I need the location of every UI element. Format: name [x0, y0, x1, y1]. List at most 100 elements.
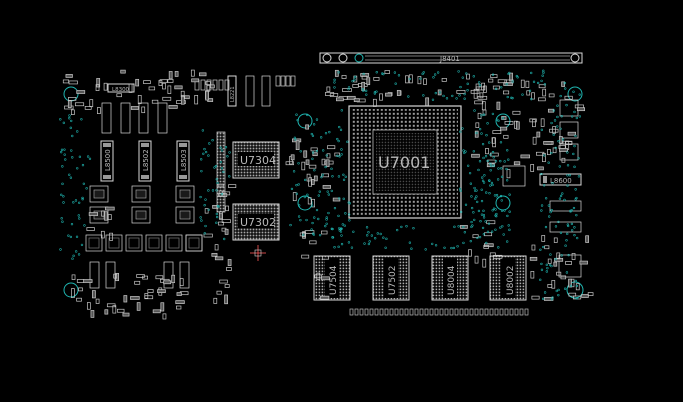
via [352, 230, 355, 233]
smd-part [303, 150, 308, 158]
via [204, 150, 208, 154]
smd-part [540, 118, 545, 127]
via [563, 198, 566, 202]
via [60, 217, 63, 220]
smd-part [542, 88, 547, 97]
via [228, 175, 231, 178]
via [353, 78, 356, 81]
via [312, 123, 316, 126]
via [459, 130, 462, 133]
via [565, 239, 568, 242]
via [333, 86, 336, 89]
smd-part [321, 276, 330, 281]
capacitor [499, 308, 504, 316]
via [482, 113, 486, 116]
capacitor [434, 308, 439, 316]
via [475, 195, 478, 198]
via [199, 158, 203, 161]
capacitor [105, 234, 123, 252]
via [346, 140, 349, 144]
capacitor [419, 308, 424, 316]
inductor-l8503-label: L8503 [180, 149, 188, 171]
via [61, 182, 64, 186]
via [438, 91, 442, 94]
via [478, 84, 482, 87]
via [348, 219, 351, 222]
via [561, 138, 565, 141]
via [466, 89, 469, 92]
via [543, 291, 547, 294]
via [557, 139, 560, 143]
capacitor [125, 234, 143, 252]
via [493, 194, 497, 197]
smd-part [571, 253, 576, 260]
via [574, 134, 577, 138]
via [311, 157, 314, 161]
smd-part [67, 100, 72, 108]
via [337, 175, 341, 178]
smd-part [541, 235, 546, 242]
via [340, 148, 343, 151]
via [459, 189, 462, 193]
via [489, 184, 492, 187]
smd-part [525, 80, 530, 88]
smd-part [313, 175, 318, 182]
via [475, 131, 478, 135]
via [557, 293, 560, 297]
smd-part [322, 185, 331, 189]
via [473, 218, 476, 222]
via [71, 257, 74, 260]
smd-part [174, 85, 183, 90]
via [506, 214, 509, 218]
smd-part [396, 89, 401, 96]
smd-part [531, 244, 536, 251]
via [394, 82, 397, 85]
via [203, 232, 206, 235]
smd-part [203, 233, 213, 238]
via [434, 244, 438, 247]
smd-part [504, 79, 514, 84]
via [385, 237, 388, 241]
via [412, 227, 415, 230]
via [459, 210, 463, 214]
via [297, 183, 300, 186]
via [452, 246, 456, 250]
via [304, 178, 307, 182]
smd-part [62, 79, 69, 84]
via [490, 230, 494, 233]
via [311, 221, 314, 225]
via [62, 201, 65, 204]
capacitor [85, 234, 103, 252]
via [72, 254, 75, 258]
smd-part [175, 300, 185, 304]
via [327, 211, 330, 215]
via [290, 187, 294, 191]
via [328, 130, 331, 134]
smd-part [342, 88, 352, 92]
via [431, 98, 435, 101]
via [574, 279, 577, 283]
via [489, 153, 492, 156]
via [497, 246, 500, 249]
via [574, 188, 577, 191]
inductor-l8221: L8221 [227, 75, 237, 107]
via [557, 220, 560, 224]
smd-part [543, 141, 553, 145]
via [61, 220, 64, 223]
ic-u7302-label: U7302 [240, 216, 276, 229]
via [69, 126, 72, 130]
via [78, 155, 82, 159]
via [485, 241, 488, 245]
via [510, 96, 513, 100]
via [72, 201, 75, 204]
smd-part [147, 289, 154, 293]
via [573, 144, 576, 148]
via [478, 160, 482, 163]
via [71, 156, 74, 159]
via [325, 218, 328, 221]
via [74, 199, 78, 202]
via [381, 72, 384, 75]
capacitor [449, 308, 454, 316]
smd-part [152, 309, 161, 314]
passive-components [62, 69, 594, 320]
